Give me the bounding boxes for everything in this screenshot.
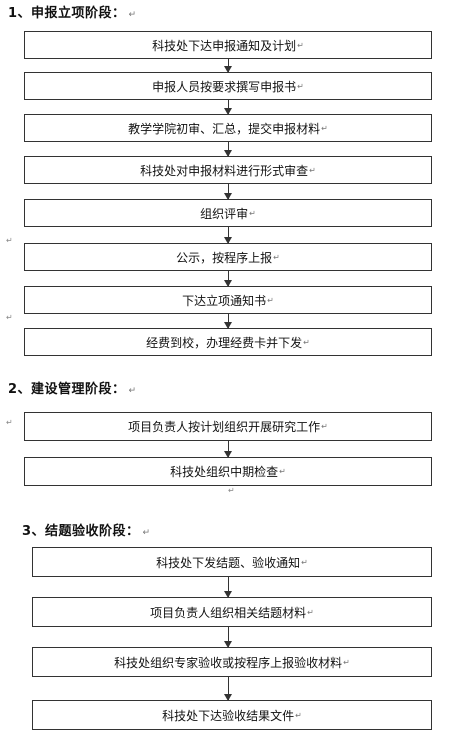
step-label: 科技处组织中期检查 (170, 465, 279, 479)
step-label: 项目负责人按计划组织开展研究工作 (128, 420, 321, 434)
flow-step-closing-materials: 项目负责人组织相关结题材料↵ (32, 597, 432, 627)
flow-arrow (224, 59, 232, 73)
flow-arrow (224, 184, 232, 200)
step-label: 科技处下发结题、验收通知 (156, 555, 301, 570)
step-label: 教学学院初审、汇总，提交申报材料 (128, 121, 321, 136)
paragraph-mark: ↵ (297, 81, 304, 91)
step-label: 科技处对申报材料进行形式审查 (140, 163, 309, 178)
section-2-title: 2、建设管理阶段： (8, 382, 126, 397)
paragraph-mark: ↵ (307, 607, 314, 617)
paragraph-mark: ↵ (6, 236, 13, 245)
paragraph-mark: ↵ (309, 165, 316, 175)
flow-step-college-review: 教学学院初审、汇总，提交申报材料↵ (24, 114, 432, 142)
step-label: 项目负责人组织相关结题材料 (150, 605, 307, 620)
flow-step-expert-acceptance: 科技处组织专家验收或按程序上报验收材料↵ (32, 647, 432, 677)
paragraph-mark: ↵ (321, 123, 328, 133)
paragraph-mark: ↵ (249, 208, 256, 218)
section-3-heading: 3、结题验收阶段：↵ (22, 520, 151, 539)
paragraph-mark: ↵ (301, 557, 308, 567)
flow-arrow (224, 314, 232, 329)
step-label: 科技处下达申报通知及计划 (152, 38, 297, 53)
flow-step-funding-card: 经费到校，办理经费卡并下发↵ (24, 328, 432, 356)
flow-arrow (224, 271, 232, 287)
flow-arrow (224, 441, 232, 458)
step-label: 科技处组织专家验收或按程序上报验收材料 (114, 655, 343, 670)
flow-step-organize-review: 组织评审↵ (24, 199, 432, 227)
section-2-heading: 2、建设管理阶段：↵ (8, 378, 137, 397)
step-label: 经费到校，办理经费卡并下发 (146, 335, 303, 350)
step-label: 组织评审 (200, 206, 249, 221)
flow-arrow (224, 677, 232, 701)
flow-arrow (224, 627, 232, 648)
paragraph-mark: ↵ (128, 10, 137, 20)
flow-step-research-work: 项目负责人按计划组织开展研究工作↵ (24, 412, 432, 441)
flow-step-write-application: 申报人员按要求撰写申报书↵ (24, 72, 432, 100)
flow-step-formal-check: 科技处对申报材料进行形式审查↵ (24, 156, 432, 184)
flow-step-approval-notice: 下达立项通知书↵ (24, 286, 432, 314)
paragraph-mark: ↵ (297, 40, 304, 50)
flow-arrow (224, 227, 232, 244)
paragraph-mark: ↵ (142, 528, 151, 538)
paragraph-mark: ↵ (6, 418, 13, 427)
paragraph-mark: ↵ (321, 422, 328, 431)
flow-step-notice-plan: 科技处下达申报通知及计划↵ (24, 31, 432, 59)
paragraph-mark: ↵ (279, 467, 286, 476)
flow-arrow (224, 577, 232, 598)
step-label: 科技处下达验收结果文件 (162, 708, 295, 723)
paragraph-mark: ↵ (343, 657, 350, 667)
paragraph-mark: ↵ (228, 486, 235, 495)
paragraph-mark: ↵ (273, 252, 280, 262)
section-1-heading: 1、申报立项阶段：↵ (8, 2, 137, 21)
paragraph-mark: ↵ (303, 337, 310, 347)
step-label: 申报人员按要求撰写申报书 (152, 79, 297, 94)
paragraph-mark: ↵ (128, 386, 137, 396)
flow-arrow (224, 142, 232, 157)
paragraph-mark: ↵ (6, 313, 13, 322)
paragraph-mark: ↵ (295, 710, 302, 720)
step-label: 公示，按程序上报 (176, 250, 273, 265)
paragraph-mark: ↵ (267, 295, 274, 305)
flow-step-midterm-check: 科技处组织中期检查↵ (24, 457, 432, 486)
section-1-title: 1、申报立项阶段： (8, 6, 126, 21)
section-3-title: 3、结题验收阶段： (22, 524, 140, 539)
flow-step-acceptance-result: 科技处下达验收结果文件↵ (32, 700, 432, 730)
flow-step-publicize-report: 公示，按程序上报↵ (24, 243, 432, 271)
step-label: 下达立项通知书 (182, 293, 267, 308)
flow-arrow (224, 100, 232, 115)
flow-step-acceptance-notice: 科技处下发结题、验收通知↵ (32, 547, 432, 577)
